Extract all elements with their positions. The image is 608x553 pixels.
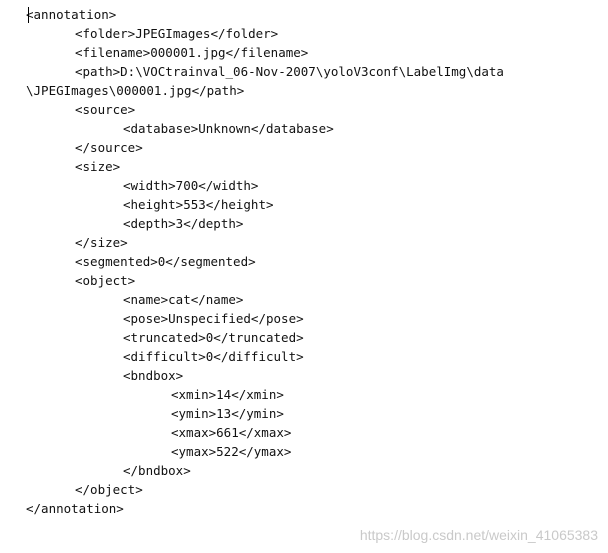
code-line: <xmin>14</xmin> <box>171 387 284 402</box>
code-line: <object> <box>75 273 136 288</box>
code-line: <annotation> <box>26 7 117 22</box>
code-line: <bndbox> <box>123 368 184 383</box>
code-line: <truncated>0</truncated> <box>123 330 304 345</box>
code-line: <pose>Unspecified</pose> <box>123 311 304 326</box>
code-line: <name>cat</name> <box>123 292 244 307</box>
code-line: \JPEGImages\000001.jpg</path> <box>26 83 245 98</box>
text-caret <box>28 7 29 23</box>
code-line: <size> <box>75 159 121 174</box>
code-line: </annotation> <box>26 501 124 516</box>
code-line: </bndbox> <box>123 463 191 478</box>
code-line: <width>700</width> <box>123 178 259 193</box>
code-line: <segmented>0</segmented> <box>75 254 256 269</box>
code-line: <ymax>522</ymax> <box>171 444 292 459</box>
code-line: </source> <box>75 140 143 155</box>
code-line: <ymin>13</ymin> <box>171 406 284 421</box>
code-line: </object> <box>75 482 143 497</box>
code-line: <height>553</height> <box>123 197 274 212</box>
code-line: <filename>000001.jpg</filename> <box>75 45 309 60</box>
watermark-text: https://blog.csdn.net/weixin_41065383 <box>359 527 598 543</box>
code-line: <depth>3</depth> <box>123 216 244 231</box>
code-line: <xmax>661</xmax> <box>171 425 292 440</box>
code-line: <path>D:\VOCtrainval_06-Nov-2007\yoloV3c… <box>75 64 504 79</box>
code-line: </size> <box>75 235 128 250</box>
code-line: <database>Unknown</database> <box>123 121 334 136</box>
code-line: <folder>JPEGImages</folder> <box>75 26 279 41</box>
code-line: <difficult>0</difficult> <box>123 349 304 364</box>
code-line: <source> <box>75 102 136 117</box>
